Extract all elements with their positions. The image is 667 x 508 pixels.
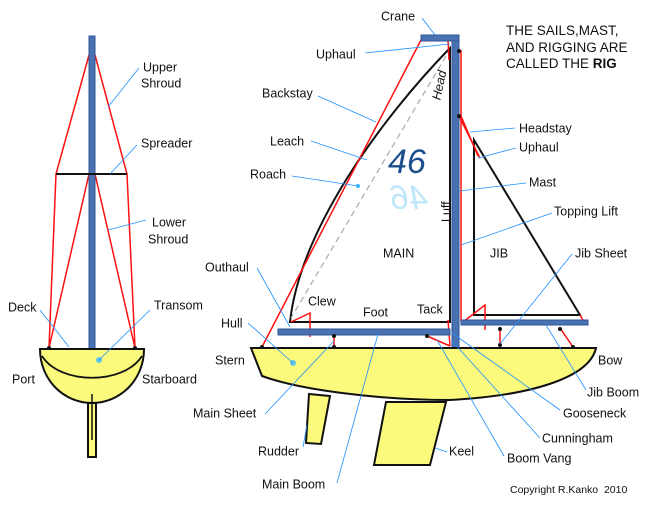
label-tack: Tack xyxy=(417,302,443,316)
label-main: MAIN xyxy=(383,246,414,260)
label-headstay: Headstay xyxy=(519,121,573,135)
mast xyxy=(88,35,96,350)
label-topping-lift: Topping Lift xyxy=(554,204,618,218)
caption-bold: RIG xyxy=(593,56,617,71)
keel xyxy=(372,401,448,466)
caption-line-2: AND RIGGING ARE xyxy=(506,40,628,55)
label-leach: Leach xyxy=(270,134,304,148)
label-jib-sheet: Jib Sheet xyxy=(575,246,628,260)
label-backstay: Backstay xyxy=(262,86,313,100)
main-boom xyxy=(277,328,451,336)
label-keel: Keel xyxy=(449,444,474,458)
label-lower-shroud-2: Shroud xyxy=(148,232,188,246)
label-hull: Hull xyxy=(221,316,243,330)
sail-number: 46 xyxy=(388,143,426,181)
hull xyxy=(249,347,598,402)
label-luff: Luff xyxy=(439,201,453,222)
backstay xyxy=(261,39,422,348)
label-gooseneck: Gooseneck xyxy=(563,406,627,420)
roach-line xyxy=(290,55,447,319)
label-starboard: Starboard xyxy=(142,372,197,386)
label-uphaul-main: Uphaul xyxy=(316,47,356,61)
label-deck: Deck xyxy=(8,300,37,314)
crane xyxy=(420,34,460,42)
label-lower-shroud: Lower xyxy=(152,215,186,229)
label-jib-boom: Jib Boom xyxy=(587,385,639,399)
label-upper-shroud: Upper xyxy=(143,60,177,74)
jib-boom xyxy=(460,319,589,326)
label-boom-vang: Boom Vang xyxy=(507,451,571,465)
label-clew: Clew xyxy=(308,294,337,308)
label-rudder: Rudder xyxy=(258,444,299,458)
label-mast: Mast xyxy=(529,175,557,189)
side-view: Head Luff 46 46 MAIN JIB Crane Uphaul Ba… xyxy=(193,9,639,491)
boom-vang xyxy=(426,335,451,347)
label-cunningham: Cunningham xyxy=(542,431,613,445)
jib-sail xyxy=(473,136,582,316)
label-roach: Roach xyxy=(250,167,286,181)
label-upper-shroud-2: Shroud xyxy=(141,76,181,90)
label-main-boom: Main Boom xyxy=(262,477,325,491)
caption-line-3: CALLED THE RIG xyxy=(506,56,617,71)
rig-caption: THE SAILS,MAST, AND RIGGING ARE CALLED T… xyxy=(506,23,628,71)
copyright: Copyright R.Kanko 2010 xyxy=(510,484,627,496)
label-bow: Bow xyxy=(598,353,623,367)
label-port: Port xyxy=(12,372,35,386)
caption-prefix: CALLED THE xyxy=(506,56,593,71)
label-spreader: Spreader xyxy=(141,136,192,150)
label-outhaul: Outhaul xyxy=(205,260,249,274)
label-transom: Transom xyxy=(154,298,203,312)
label-crane: Crane xyxy=(381,9,415,23)
label-main-sheet: Main Sheet xyxy=(193,406,257,420)
label-foot: Foot xyxy=(363,305,389,319)
label-jib: JIB xyxy=(490,246,508,260)
label-uphaul-jib: Uphaul xyxy=(519,140,559,154)
rudder xyxy=(304,392,332,446)
stern-view: Upper Shroud Spreader Lower Shroud Deck … xyxy=(8,35,203,458)
label-stern: Stern xyxy=(215,353,245,367)
mast xyxy=(451,36,460,350)
label-head: Head xyxy=(429,68,449,101)
sail-number-mirrored: 46 xyxy=(390,179,428,217)
caption-line-1: THE SAILS,MAST, xyxy=(506,23,619,38)
